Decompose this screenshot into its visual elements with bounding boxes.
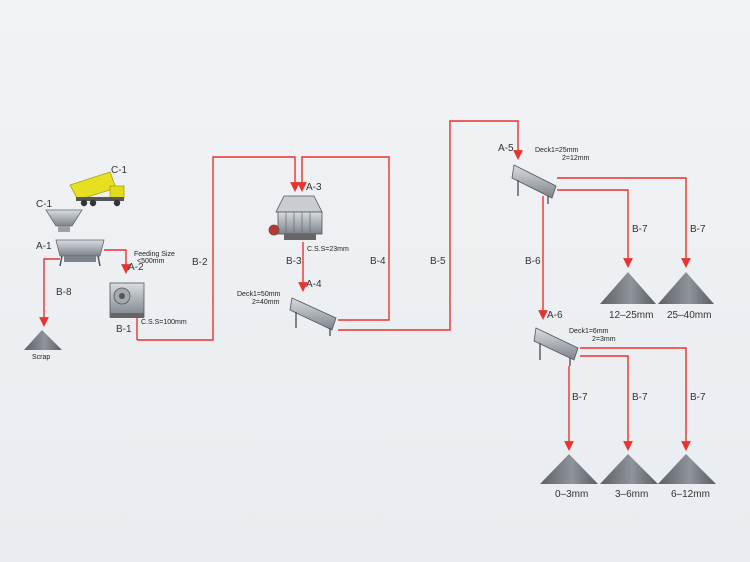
label-product-scrap: Scrap (32, 354, 50, 361)
note-screen2-deck2: 2=12mm (562, 155, 590, 162)
flow-screen2-to-12-25 (557, 189, 633, 268)
note-jaw-css: C.S.S=100mm (141, 319, 187, 326)
label-truck: C-1 (111, 165, 128, 176)
label-product-3-6: 3–6mm (615, 489, 648, 500)
stockpile-3-6-icon (600, 454, 658, 484)
note-feeding-size-value: <500mm (137, 258, 165, 265)
flow-feeder-to-jaw (104, 249, 131, 274)
dump-truck-icon (69, 171, 125, 207)
label-belt-b7: B-7 (632, 224, 648, 235)
vibrating-feeder-icon (55, 239, 105, 267)
label-belt-b7: B-7 (690, 392, 706, 403)
cone-crusher-icon (268, 195, 323, 240)
hopper-icon (45, 209, 83, 232)
note-screen3-deck2: 2=3mm (592, 336, 616, 343)
note-screen1-deck1: Deck1=50mm (237, 291, 281, 298)
flow-b2-to-cone (137, 156, 300, 341)
label-jaw-crusher: A-2 (128, 262, 144, 273)
jaw-crusher-icon (109, 282, 145, 318)
stockpiles (24, 272, 716, 484)
note-feeding-size: Feeding Size (134, 251, 175, 258)
note-screen3-deck1: Deck1=6mm (569, 328, 609, 335)
label-cone-crusher: A-3 (306, 182, 322, 193)
label-product-6-12: 6–12mm (671, 489, 710, 500)
label-screen-a5: A-5 (498, 143, 514, 154)
label-hopper: C-1 (36, 199, 53, 210)
note-screen1-deck2: 2=40mm (252, 299, 280, 306)
label-belt-b8: B-8 (56, 287, 72, 298)
flow-screen2-to-25-40 (557, 177, 691, 268)
flow-screen3-to-6-12 (580, 347, 691, 451)
label-belt-b6: B-6 (525, 256, 541, 267)
stockpile-6-12-icon (658, 454, 716, 484)
stockpile-25-40-icon (658, 272, 714, 304)
flow-feeder-to-scrap (39, 258, 60, 327)
label-product-12-25: 12–25mm (609, 310, 653, 321)
note-cone-css: C.S.S=23mm (307, 246, 349, 253)
label-belt-b7: B-7 (690, 224, 706, 235)
vibrating-screen-a4-icon (289, 297, 337, 336)
label-belt-b4: B-4 (370, 256, 386, 267)
label-product-0-3: 0–3mm (555, 489, 588, 500)
flow-screen1-to-screen2 (338, 120, 523, 331)
flow-screen3-to-3-6 (580, 355, 633, 451)
label-screen-a6: A-6 (547, 310, 563, 321)
label-screen-a4: A-4 (306, 279, 322, 290)
flow-screen1-return-b4 (297, 156, 390, 321)
label-belt-b2: B-2 (192, 257, 208, 268)
flow-lines (39, 120, 691, 451)
label-belt-b1: B-1 (116, 324, 132, 335)
label-belt-b7: B-7 (572, 392, 588, 403)
stockpile-0-3-icon (540, 454, 598, 484)
stockpile-scrap-icon (24, 330, 62, 350)
label-product-25-40: 25–40mm (667, 310, 711, 321)
label-belt-b3: B-3 (286, 256, 302, 267)
label-belt-b7: B-7 (632, 392, 648, 403)
vibrating-screen-a6-icon (533, 327, 579, 366)
note-screen2-deck1: Deck1=25mm (535, 147, 579, 154)
label-feeder: A-1 (36, 241, 52, 252)
vibrating-screen-a5-icon (511, 164, 557, 204)
stockpile-12-25-icon (600, 272, 656, 304)
label-belt-b5: B-5 (430, 256, 446, 267)
